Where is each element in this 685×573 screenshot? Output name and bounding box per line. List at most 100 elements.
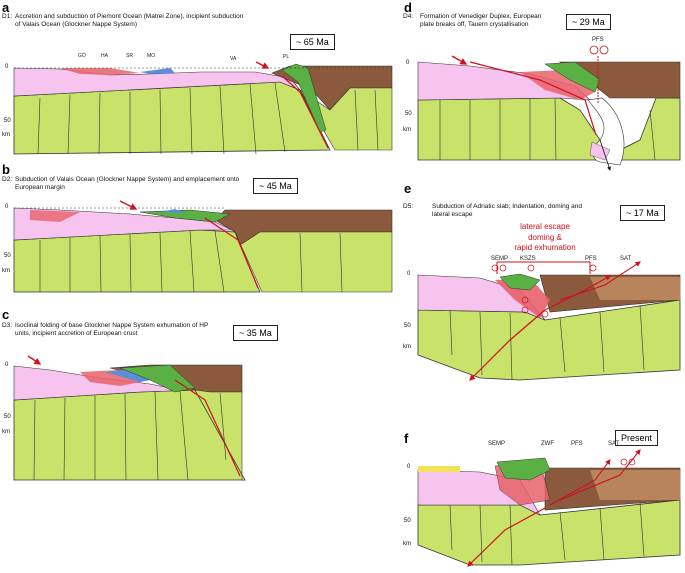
panel-description: Isoclinal folding of base Glockner Nappe…: [15, 322, 209, 337]
ocean-red: [60, 68, 140, 75]
label-pfs: PFS: [571, 441, 583, 447]
european-crust: [417, 274, 546, 321]
subduction-line: [174, 379, 241, 477]
green-belt: [119, 364, 196, 393]
label-semp: SEMP: [488, 441, 506, 447]
section-c: [13, 355, 246, 481]
adriatic-mantle: [234, 231, 393, 293]
mantle: [417, 97, 681, 161]
label-sat: SAT: [608, 441, 620, 447]
stage-label: D5:: [403, 203, 414, 210]
depth-unit: km: [403, 344, 411, 350]
panel-description: Subduction of Adriatic slab; Indentation…: [432, 203, 582, 218]
label-pl: PL: [283, 54, 290, 60]
label-ha: HA: [101, 53, 108, 59]
green-belt: [496, 457, 551, 481]
stage-label: D4:: [403, 13, 414, 20]
label-go: GÖ: [78, 53, 86, 59]
age-box: ~ 65 Ma: [290, 34, 335, 50]
green-belt: [499, 273, 541, 291]
subduction-line: [281, 75, 329, 149]
depth-unit: km: [2, 268, 10, 274]
subduction-line: [469, 61, 597, 136]
panel-description: Subduction of Valais Ocean (Glockner Nap…: [15, 176, 240, 191]
depth-0: 0: [407, 271, 411, 277]
adriatic-mantle: [194, 389, 246, 481]
label-sr: SR: [126, 53, 133, 59]
label-pfs: PFS: [592, 37, 604, 43]
dome-symbol-3: [541, 310, 549, 318]
depth-0: 0: [5, 204, 9, 210]
depth-unit: km: [403, 541, 411, 547]
blue-belt: [160, 209, 185, 213]
section-d: [417, 45, 681, 171]
depth-unit: km: [2, 132, 10, 138]
dome-symbol-2: [521, 306, 529, 314]
mantle: [13, 229, 261, 293]
pfs-symbol-2: [599, 45, 609, 55]
lateral-escape-label: lateral escape: [520, 222, 570, 231]
panel-description: Accretion and subduction of Piemont Ocea…: [15, 13, 244, 28]
adriatic-mantle: [299, 87, 393, 151]
depth-50: 50: [404, 518, 411, 524]
panel-letter: f: [404, 431, 409, 446]
panel-description: Formation of Venediger Duplex, European …: [420, 13, 542, 28]
kszs-symbol: [527, 264, 535, 272]
semp-symbol-1: [491, 264, 499, 272]
red-units: [30, 210, 80, 222]
red-units: [80, 370, 150, 386]
depth-0: 0: [5, 64, 9, 70]
depth-50: 50: [405, 111, 412, 117]
age-box: ~ 35 Ma: [233, 325, 278, 341]
section-b: [13, 200, 393, 293]
stage-label: D2:: [2, 176, 13, 183]
depth-unit: km: [403, 127, 411, 133]
exhumation-label: rapid exhumation: [514, 243, 576, 252]
subduction-line: [467, 507, 546, 567]
section-f: [417, 449, 681, 567]
age-box: Present: [615, 430, 659, 446]
doming-label: doming &: [528, 233, 562, 242]
dome-symbol-1: [521, 296, 529, 304]
panel-letter: b: [2, 162, 10, 177]
label-mo: MO: [147, 53, 156, 59]
age-box: ~ 17 Ma: [620, 205, 665, 221]
panel-letter: d: [404, 0, 412, 15]
yellow-foreland: [418, 466, 460, 472]
subduction-line: [204, 217, 259, 289]
label-pfs: PFS: [585, 256, 597, 262]
panel-letter: e: [404, 181, 412, 196]
pfs-symbol-1: [589, 45, 599, 55]
section-e: [417, 261, 681, 381]
label-zwf: ZWF: [541, 441, 554, 447]
panel-letter: c: [2, 307, 10, 322]
adriatic-upper: [590, 277, 680, 300]
label-semp: SEMP: [491, 256, 509, 262]
depth-50: 50: [4, 118, 11, 124]
pfs-symbol: [589, 264, 597, 272]
depth-unit: km: [2, 429, 10, 435]
depth-0: 0: [407, 464, 411, 470]
sat-symbol-2: [628, 458, 636, 466]
depth-50: 50: [4, 253, 11, 259]
stage-label: D3:: [2, 322, 13, 329]
subduction-line: [469, 309, 546, 381]
section-a: [13, 61, 393, 155]
stage-label: D1:: [2, 13, 13, 20]
adriatic-upper: [590, 470, 680, 500]
red-duplex: [520, 70, 595, 100]
ocean-blue: [140, 68, 175, 74]
age-box: ~ 29 Ma: [566, 14, 611, 30]
depth-0: 0: [406, 60, 410, 66]
label-va: VA: [230, 56, 237, 62]
sat-symbol-1: [620, 458, 628, 466]
label-sat: SAT: [620, 256, 632, 262]
panel-letter: a: [2, 0, 10, 15]
semp-symbol-2: [499, 264, 507, 272]
depth-0: 0: [5, 362, 9, 368]
depth-50: 50: [4, 414, 11, 420]
label-kszs: KSZS: [520, 256, 536, 262]
depth-50: 50: [404, 323, 411, 329]
green-belt: [281, 63, 327, 133]
